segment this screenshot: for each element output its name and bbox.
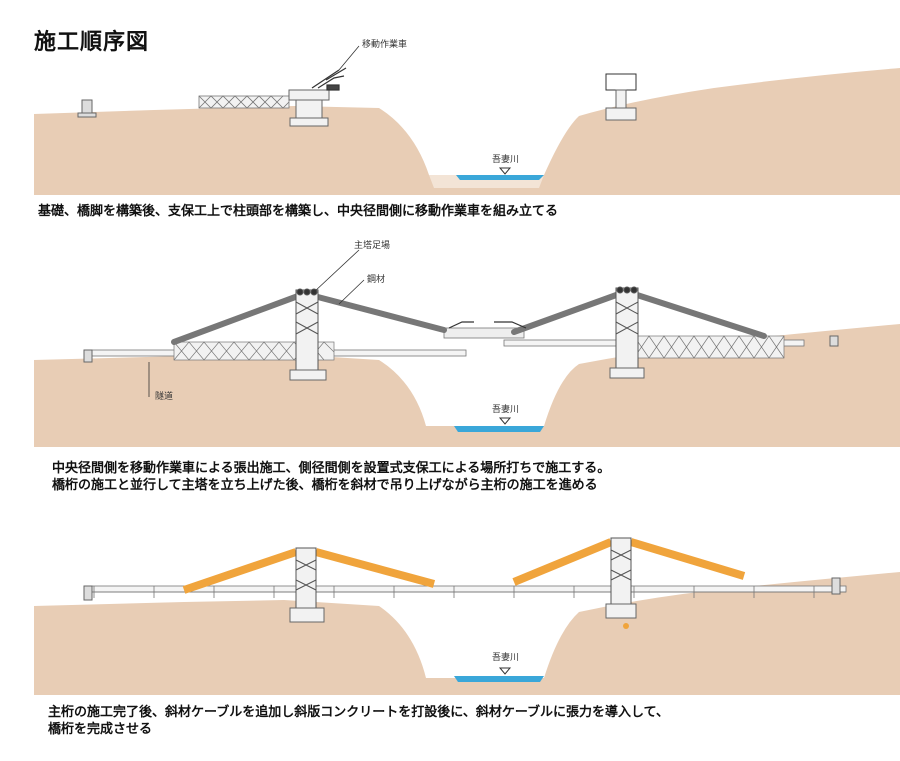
river-water xyxy=(454,426,544,432)
label-traveler: 移動作業車 xyxy=(362,38,407,50)
footing-left xyxy=(289,117,329,127)
footing-left xyxy=(289,607,325,623)
falsework-truss xyxy=(198,95,290,109)
footing-right xyxy=(605,107,637,121)
label-tower-scaffold: 主塔足場 xyxy=(354,239,390,251)
water-level-icon xyxy=(498,667,512,675)
left-abutment xyxy=(81,99,93,115)
label-river-2: 吾妻川 xyxy=(492,403,519,415)
stay-concrete xyxy=(182,538,746,594)
traveler-leader xyxy=(338,45,360,71)
stage-3-drawing: 吾妻川 xyxy=(34,537,900,695)
water-level-icon xyxy=(498,417,512,425)
page-title: 施工順序図 xyxy=(34,30,150,55)
stage-3-diagram: 吾妻川 xyxy=(34,510,900,695)
pier-right-cap xyxy=(605,73,637,91)
footing-left xyxy=(289,369,327,381)
girder-deck xyxy=(85,585,847,598)
leader-steel xyxy=(338,279,365,305)
traveler-machine xyxy=(448,321,527,329)
footing-right xyxy=(609,367,645,379)
pier-head-left xyxy=(288,89,330,101)
water-level-icon xyxy=(498,167,512,175)
label-river-1: 吾妻川 xyxy=(492,153,519,165)
anchor-marker xyxy=(623,623,629,629)
traveler-machine xyxy=(311,67,347,91)
left-abutment xyxy=(83,585,93,601)
footing-right xyxy=(605,603,637,619)
stage-2-caption: 中央径間側を移動作業車による張出施工、側径間側を設置式支保工による場所打ちで施工… xyxy=(52,461,611,493)
stay-steel xyxy=(171,291,767,345)
label-steel: 鋼材 xyxy=(367,273,385,285)
river-water xyxy=(456,175,544,180)
stage-3-caption: 主桁の施工完了後、斜材ケーブルを追加し斜版コンクリートを打設後に、斜材ケーブルに… xyxy=(48,705,670,737)
stage-1-drawing: 移動作業車 吾妻川 xyxy=(34,38,900,195)
stage-2-diagram: 主塔足場 鋼材 隧道 吾妻川 xyxy=(34,232,900,447)
label-river-3: 吾妻川 xyxy=(492,651,519,663)
left-abutment xyxy=(83,349,93,363)
right-abutment xyxy=(829,335,839,347)
river-water xyxy=(454,676,544,682)
ground-profile xyxy=(34,572,900,695)
label-tunnel: 隧道 xyxy=(155,390,173,402)
stage-2-drawing: 主塔足場 鋼材 隧道 吾妻川 xyxy=(34,239,900,447)
right-abutment xyxy=(831,577,841,595)
tower-right xyxy=(610,537,632,609)
tower-left xyxy=(295,288,319,381)
leader-tower-scaffold xyxy=(313,249,360,293)
stage-1-diagram: 移動作業車 吾妻川 xyxy=(34,30,900,195)
tower-right xyxy=(615,286,639,379)
ground-profile xyxy=(34,68,900,195)
falsework-right xyxy=(633,335,785,359)
stage-1-caption: 基礎、橋脚を構築後、支保工上で柱頭部を構築し、中央径間側に移動作業車を組み立てる xyxy=(38,204,559,219)
